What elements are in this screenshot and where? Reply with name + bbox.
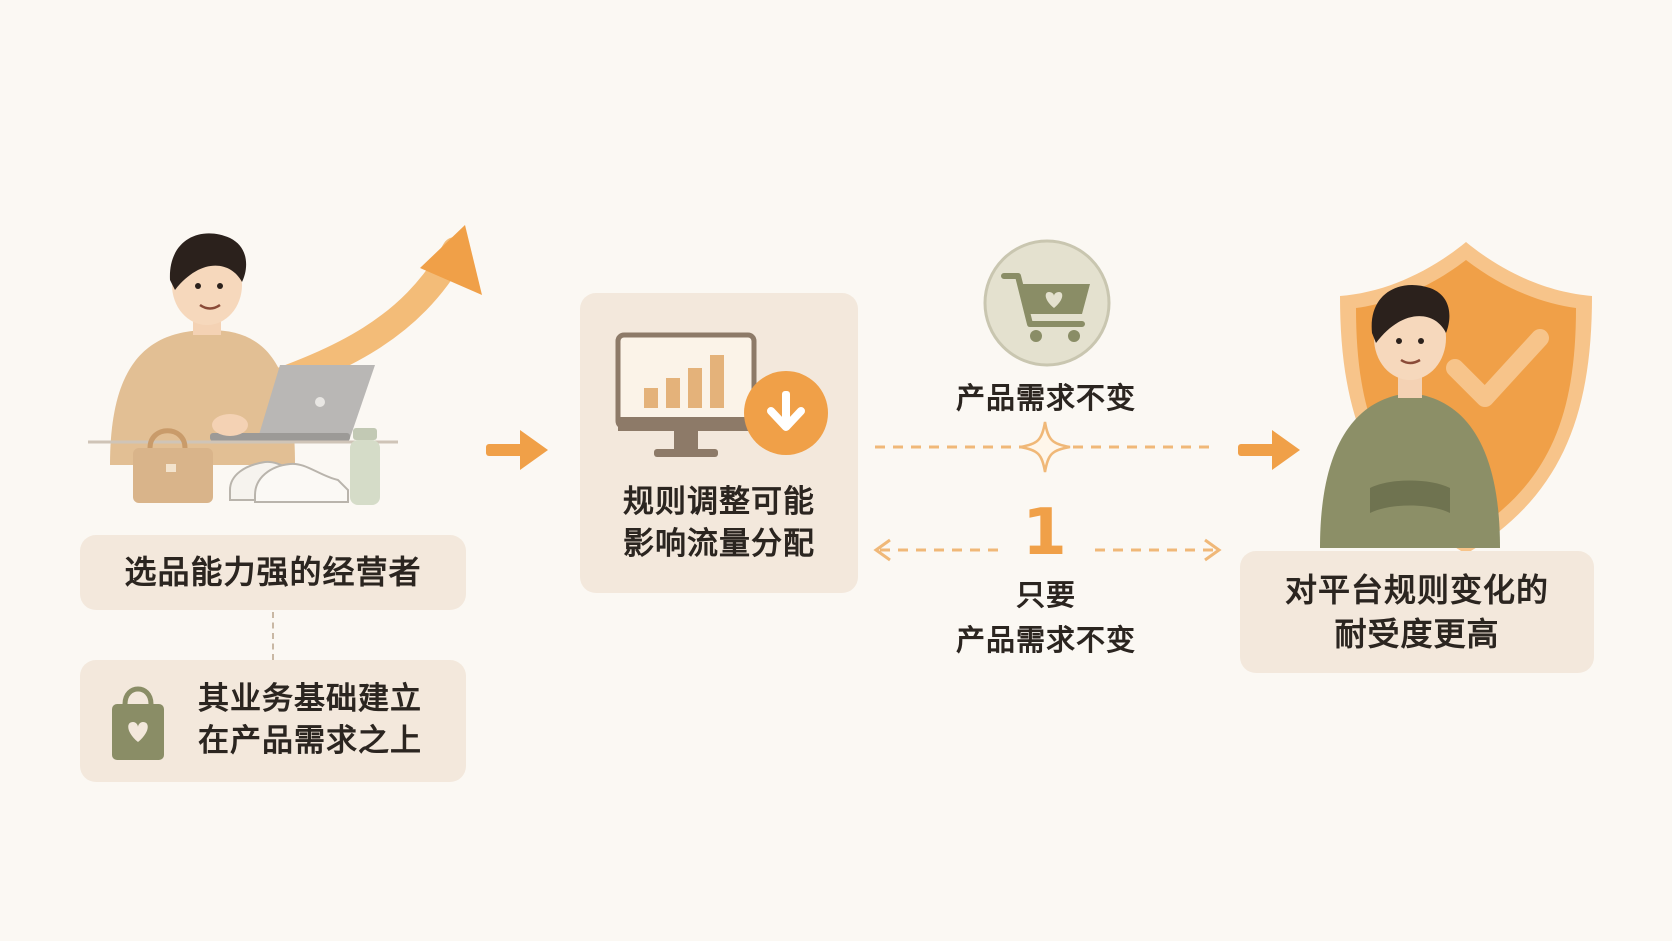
seller-card: 选品能力强的经营者 <box>80 535 466 610</box>
seller-illustration <box>88 225 482 505</box>
result-line-1: 对平台规则变化的 <box>1284 571 1549 609</box>
rule-change-card: 规则调整可能 影响流量分配 <box>580 293 858 593</box>
result-card: 对平台规则变化的 耐受度更高 <box>1240 551 1594 673</box>
bottom-condition-line-2: 产品需求不变 <box>955 623 1136 657</box>
shopping-bag-heart-icon <box>112 686 164 760</box>
foundation-line-2: 在产品需求之上 <box>198 723 422 759</box>
rule-line-1: 规则调整可能 <box>623 484 815 520</box>
cart-heart-icon <box>983 239 1111 367</box>
seller-foundation-connector <box>272 612 274 660</box>
rule-line-2: 影响流量分配 <box>623 526 815 562</box>
dashed-flow-lines <box>873 421 1222 562</box>
bottom-condition-line-1: 只要 <box>1015 578 1076 612</box>
top-condition-label: 产品需求不变 <box>955 381 1136 415</box>
step-number: 1 <box>1022 496 1068 570</box>
flow-arrow-1 <box>486 430 548 470</box>
shield-person-illustration <box>1320 242 1592 554</box>
seller-card-label: 选品能力强的经营者 <box>124 553 422 591</box>
flow-arrow-2 <box>1238 430 1300 470</box>
foundation-line-1: 其业务基础建立 <box>198 681 422 717</box>
result-line-2: 耐受度更高 <box>1334 615 1500 653</box>
monitor-chart-icon <box>615 332 828 457</box>
foundation-card: 其业务基础建立 在产品需求之上 <box>80 660 466 782</box>
